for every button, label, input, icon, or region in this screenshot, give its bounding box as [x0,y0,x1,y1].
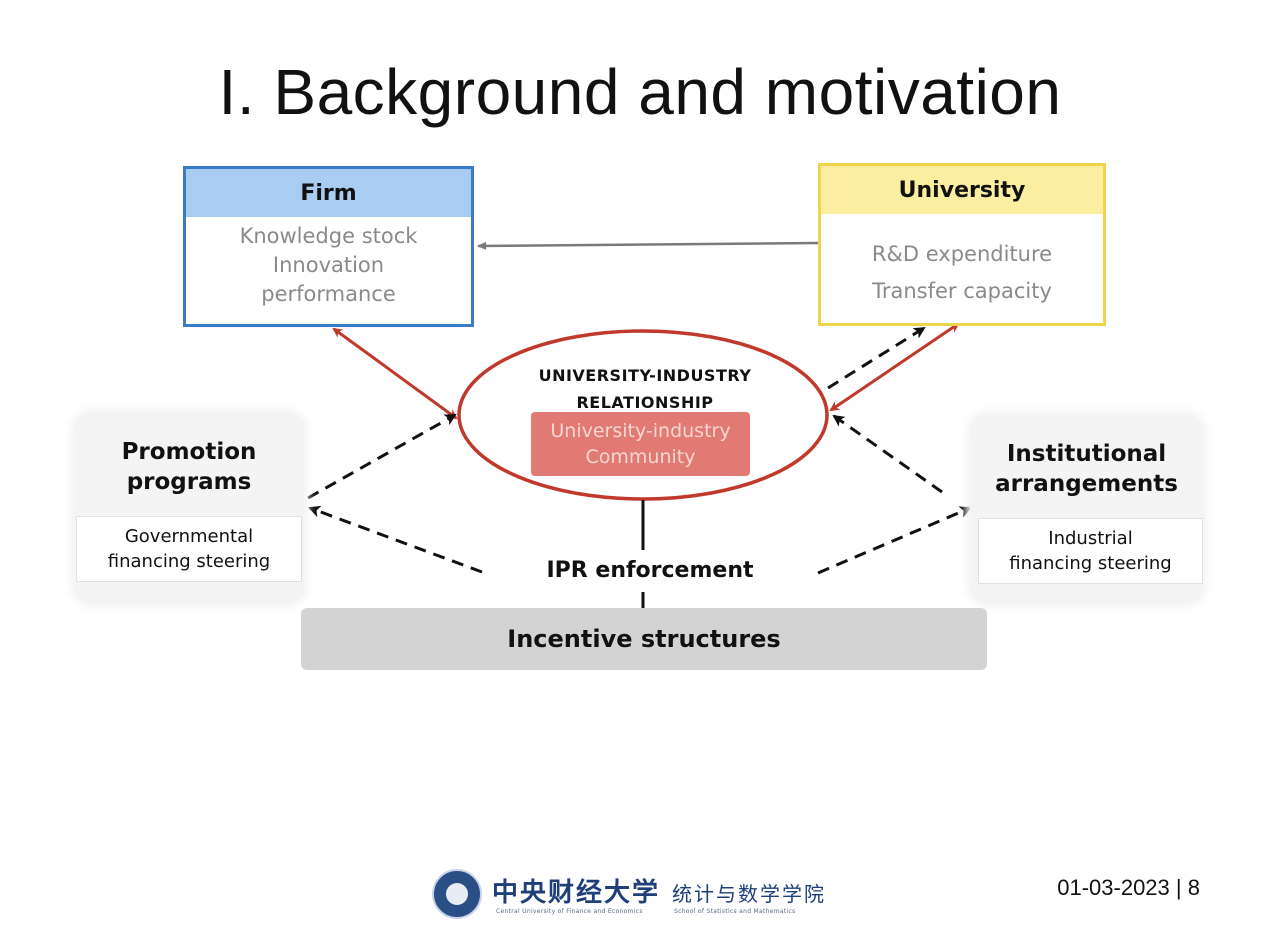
promotion-to-relationship-dashed-arrow [307,413,457,500]
panel-sub-line: financing steering [1009,553,1172,574]
panel-title-line: programs [126,469,252,495]
ipr-enforcement-label: IPR enforcement [500,558,800,583]
panel-sub-line: Industrial [1048,528,1133,549]
panel-sub-line: Governmental [124,526,254,547]
university-box: University R&D expenditure Transfer capa… [818,163,1106,326]
relationship-title: UNIVERSITY-INDUSTRY RELATIONSHIP [470,362,820,416]
university-logo: 中央财经大学 Central University of Finance and… [430,866,850,926]
firm-attribute: Knowledge stock [239,224,418,248]
university-attribute: Transfer capacity [872,279,1052,303]
firm-attributes: Knowledge stock Innovation performance [186,217,471,309]
institutional-arrangements-title: Institutional arrangements [970,439,1203,499]
firm-attribute: performance [261,282,396,306]
governmental-financing-box: Governmental financing steering [76,516,302,582]
institutional-arrangements-panel: Institutional arrangements Industrial fi… [970,414,1203,604]
panel-title-line: arrangements [995,471,1178,497]
community-box: University-industry Community [531,412,750,476]
ipr-to-promotion-dashed-arrow [308,505,483,574]
firm-box: Firm Knowledge stock Innovation performa… [183,166,474,327]
slide-title: I. Background and motivation [218,56,1062,128]
industrial-financing-box: Industrial financing steering [978,518,1203,584]
slide-footer-meta: 01-03-2023 | 8 [1000,875,1200,901]
university-seal-icon [432,869,482,919]
university-name-en: Central University of Finance and Econom… [496,908,643,915]
firm-title: Firm [186,169,471,217]
relationship-title-line: RELATIONSHIP [576,393,714,412]
university-attributes: R&D expenditure Transfer capacity [821,214,1103,310]
incentive-structures-bar: Incentive structures [301,608,987,670]
panel-title-line: Institutional [1006,441,1167,467]
panel-sub-line: financing steering [107,551,271,572]
footer-separator: | [1175,875,1182,900]
firm-attribute: Innovation [272,253,385,277]
relationship-title-line: UNIVERSITY-INDUSTRY [538,366,752,385]
university-title: University [821,166,1103,214]
promotion-programs-panel: Promotion programs Governmental financin… [74,412,304,604]
university-relationship-arrow [829,322,960,412]
school-name-en: School of Statistics and Mathematics [674,908,796,915]
slide-date: 01-03-2023 [1057,875,1170,900]
university-name-cn: 中央财经大学 [492,878,661,908]
school-name-cn: 统计与数学学院 [672,882,826,906]
promotion-programs-title: Promotion programs [74,437,304,497]
firm-relationship-arrow [332,327,458,420]
page-number: 8 [1187,875,1200,900]
university-to-firm-arrow [477,241,819,250]
institutional-to-relationship-dashed-arrow [832,414,943,494]
community-line: University-industry [550,420,731,442]
community-line: Community [585,446,696,468]
panel-title-line: Promotion [121,439,257,465]
ipr-to-institutional-dashed-arrow [817,506,972,575]
university-attribute: R&D expenditure [871,242,1053,266]
